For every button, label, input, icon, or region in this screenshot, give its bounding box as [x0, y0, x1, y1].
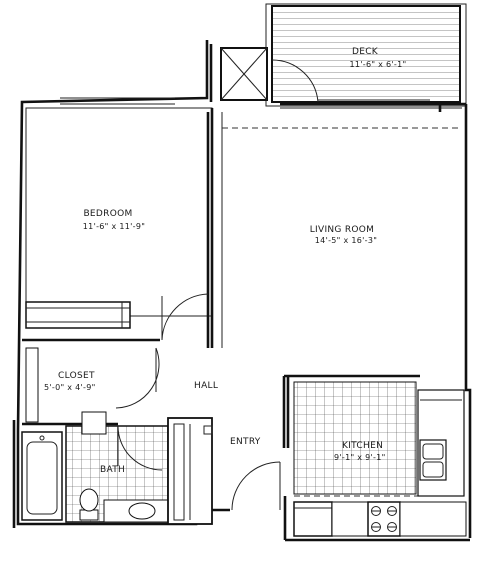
kitchen-sink — [419, 439, 447, 481]
deck: DECK 11'-6" x 6'-1" — [265, 3, 467, 107]
living-room: LIVING ROOM 14'-5" x 16'-3" — [221, 112, 460, 348]
entry-label: ENTRY — [230, 437, 261, 447]
bedroom-dimensions: 11'-6" x 11'-9" — [83, 222, 145, 231]
closet-label: CLOSET — [58, 371, 95, 381]
bedroom-label: BEDROOM — [83, 209, 132, 219]
bath: BATH — [21, 411, 169, 523]
closet: CLOSET 5'-0" x 4'-9" — [22, 347, 160, 426]
sink — [128, 502, 156, 520]
deck-dimensions: 11'-6" x 6'-1" — [349, 60, 406, 69]
bedroom-door-swing — [161, 293, 209, 341]
hall-label: HALL — [194, 381, 218, 391]
bathtub — [21, 431, 63, 521]
deck-label: DECK — [352, 47, 379, 57]
kitchen-label: KITCHEN — [342, 441, 383, 451]
bath-door-swing — [117, 425, 163, 471]
closet-door-swing — [115, 347, 160, 409]
living-room-label: LIVING ROOM — [310, 225, 375, 235]
deck-door-swing — [271, 59, 319, 103]
hall-closet — [167, 417, 213, 525]
storage-closet — [220, 47, 268, 101]
closet-dimensions: 5'-0" x 4'-9" — [44, 383, 96, 392]
kitchen-dimensions: 9'-1" x 9'-1" — [334, 453, 386, 462]
entry: ENTRY — [230, 437, 281, 511]
kitchen: KITCHEN 9'-1" x 9'-1" — [282, 374, 467, 537]
bath-label: BATH — [100, 465, 125, 475]
entry-door-swing — [231, 461, 281, 511]
bedroom: BEDROOM 11'-6" x 11'-9" — [22, 107, 214, 348]
refrigerator — [293, 501, 333, 537]
living-room-dimensions: 14'-5" x 16'-3" — [315, 236, 377, 245]
range — [367, 501, 401, 537]
